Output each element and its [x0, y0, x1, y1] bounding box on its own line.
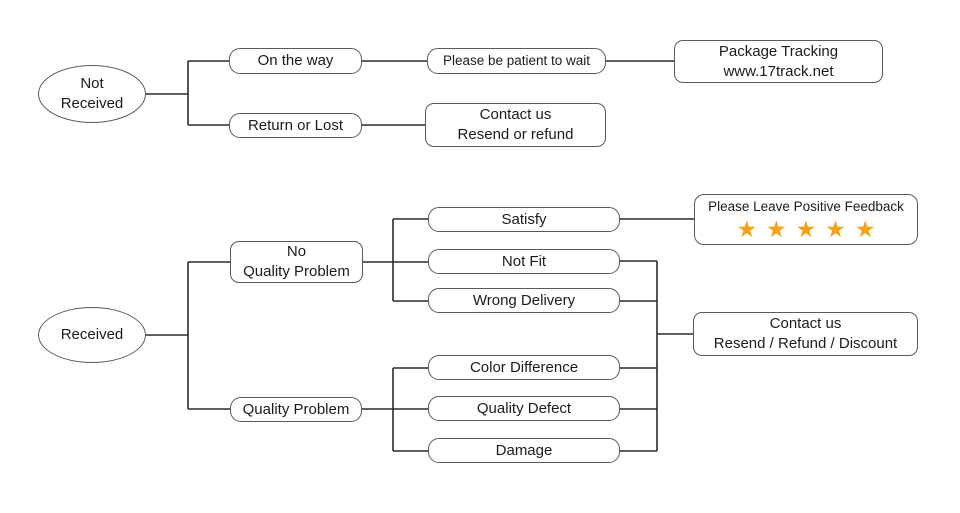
node-on-the-way-label: On the way [257, 52, 334, 70]
node-contact-us-resend-refund-label: Contact us Resend or refund [457, 106, 574, 143]
edges-received-trunk [146, 261, 230, 410]
node-please-be-patient: Please be patient to wait [427, 48, 606, 74]
node-received-label: Received [60, 326, 124, 344]
node-package-tracking: Package Tracking www.17track.net [674, 40, 883, 83]
node-received: Received [38, 307, 146, 363]
node-package-tracking-label: Package Tracking www.17track.net [718, 42, 839, 80]
node-damage-label: Damage [495, 441, 553, 459]
star-rating: ★★★★★ [736, 216, 885, 243]
node-please-be-patient-label: Please be patient to wait [442, 53, 591, 69]
node-positive-feedback-label: Please Leave Positive Feedback [708, 198, 904, 214]
edges-no-quality-fanout [363, 218, 428, 302]
node-wrong-delivery: Wrong Delivery [428, 288, 620, 313]
node-quality-problem-label: Quality Problem [242, 400, 350, 418]
node-no-quality-problem-label: No Quality Problem [243, 243, 350, 280]
node-not-fit-label: Not Fit [501, 252, 547, 270]
node-contact-us-resend-refund-discount-label: Contact us Resend / Refund / Discount [713, 315, 898, 352]
node-color-difference: Color Difference [428, 355, 620, 380]
edges-quality-fanout [362, 367, 428, 452]
node-contact-us-resend-refund-discount: Contact us Resend / Refund / Discount [693, 312, 918, 356]
edges-not-received [146, 60, 674, 126]
node-no-quality-problem: No Quality Problem [230, 241, 363, 283]
node-positive-feedback: Please Leave Positive Feedback ★★★★★ [694, 194, 918, 245]
node-damage: Damage [428, 438, 620, 463]
node-contact-us-resend-refund: Contact us Resend or refund [425, 103, 606, 147]
node-color-difference-label: Color Difference [469, 358, 579, 376]
node-quality-defect: Quality Defect [428, 396, 620, 421]
node-wrong-delivery-label: Wrong Delivery [472, 291, 576, 309]
node-not-fit: Not Fit [428, 249, 620, 274]
node-quality-problem: Quality Problem [230, 397, 362, 422]
node-on-the-way: On the way [229, 48, 362, 74]
node-satisfy-label: Satisfy [501, 210, 547, 228]
node-satisfy: Satisfy [428, 207, 620, 232]
node-return-or-lost: Return or Lost [229, 113, 362, 138]
node-not-received-label: Not Received [60, 75, 124, 112]
node-return-or-lost-label: Return or Lost [247, 116, 344, 134]
edges-right-merge [620, 260, 693, 452]
node-quality-defect-label: Quality Defect [476, 399, 572, 417]
node-not-received: Not Received [38, 65, 146, 123]
